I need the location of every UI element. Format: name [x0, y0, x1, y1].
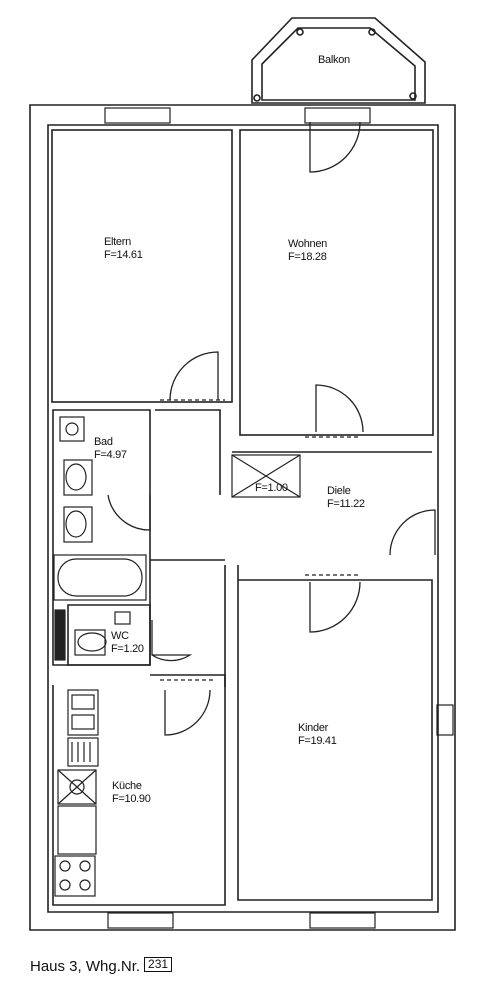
interior-walls	[51, 129, 434, 906]
room-area: F=19.41	[298, 735, 337, 747]
caption-text: Haus 3, Whg.Nr.	[30, 958, 141, 975]
room-label-kueche: Küche F=10.90	[112, 780, 151, 806]
room-label-wc: WC F=1.20	[111, 630, 144, 656]
outer-walls	[29, 104, 456, 931]
room-name: Wohnen	[288, 238, 327, 250]
shaft	[231, 454, 301, 498]
room-area: F=1.20	[111, 643, 144, 655]
doors	[107, 121, 436, 736]
room-label-eltern: Eltern F=14.61	[104, 236, 143, 262]
balcony	[251, 17, 426, 104]
room-label-kinder: Kinder F=19.41	[298, 722, 337, 748]
room-area: F=14.61	[104, 249, 143, 261]
room-area: F=18.28	[288, 251, 327, 263]
room-name: Kinder	[298, 722, 328, 734]
wc-fixtures	[54, 609, 131, 661]
plan-caption: Haus 3, Whg.Nr.231	[30, 957, 173, 975]
room-label-balkon: Balkon	[318, 54, 350, 66]
room-area: F=11.22	[327, 498, 365, 510]
bathroom-fixtures	[53, 416, 147, 601]
room-name: Eltern	[104, 236, 131, 248]
kitchen-fixtures	[54, 689, 99, 897]
room-name: Bad	[94, 436, 113, 448]
room-area: F=4.97	[94, 449, 127, 461]
room-name: Diele	[327, 485, 351, 497]
unit-number-badge: 231	[144, 957, 173, 972]
windows	[104, 107, 454, 929]
room-label-diele: Diele F=11.22	[327, 485, 365, 511]
room-area: F=1.00	[255, 482, 288, 494]
room-name: Küche	[112, 780, 142, 792]
room-label-wohnen: Wohnen F=18.28	[288, 238, 327, 264]
room-label-bad: Bad F=4.97	[94, 436, 127, 462]
room-name: WC	[111, 630, 129, 642]
room-label-ac: F=1.00	[255, 482, 288, 495]
room-area: F=10.90	[112, 793, 151, 805]
